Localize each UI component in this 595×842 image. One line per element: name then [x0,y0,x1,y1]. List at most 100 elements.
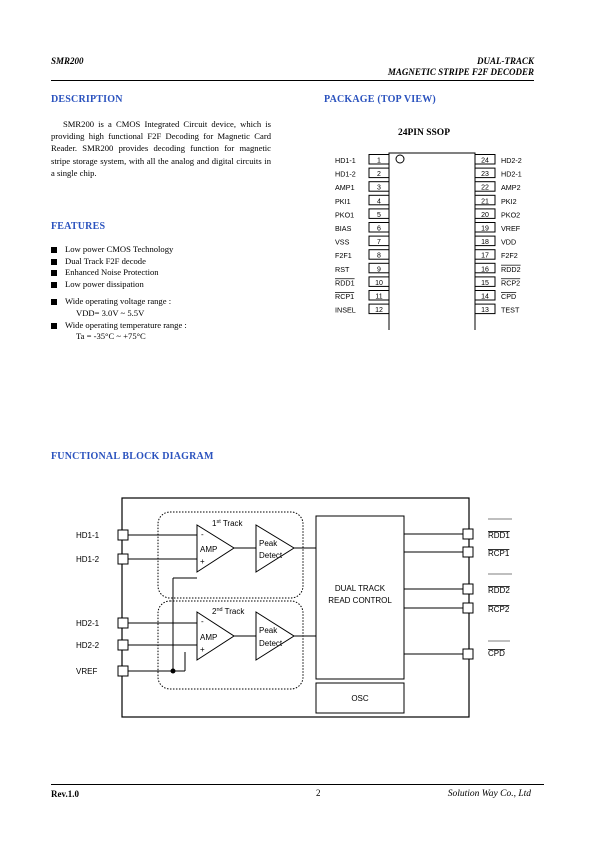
package-chip-label: 24PIN SSOP [398,128,450,138]
pin-box [368,290,390,301]
pin-box [474,276,496,287]
pin-name: F2F2 [501,251,518,260]
peak1-symbol [255,524,295,573]
feature-item: Wide operating voltage range : [51,296,291,308]
amp1-plus: + [200,557,205,566]
pin-box [474,154,496,165]
package-pin-left: HD1-2 2 [335,167,390,179]
bullet-icon [51,258,57,265]
pin-name: TEST [501,306,520,315]
label-vref: VREF [76,667,97,676]
bullet-icon [51,299,57,306]
pin-name: PKO2 [501,210,520,219]
pin-cpd [462,648,474,660]
pin-box [368,303,390,315]
pin-box [474,235,496,247]
pin-hd2-2 [117,639,129,651]
package-pin-right: 15 RCP2 [474,276,520,287]
feature-item: Wide operating temperature range : [51,320,291,332]
control-line2: READ CONTROL [328,596,392,605]
pin-name: VDD [501,238,516,247]
pin-number: 14 [481,294,489,301]
pin-name: RCP2 [501,278,520,287]
package-pin-right: 19 VREF [474,222,521,233]
footer-company: Solution Way Co., Ltd [447,789,531,799]
pin-box [474,303,496,315]
block-diagram-title: FUNCTIONAL BLOCK DIAGRAM [51,451,214,462]
pin-number: 2 [377,171,381,178]
feature-item: Low power dissipation [51,279,291,291]
pin-name: PKI1 [335,197,351,206]
pin-number: 12 [375,307,383,314]
label-rcp1: RCP1 [488,549,510,558]
chip-body [388,152,476,330]
pin-number: 5 [377,212,381,219]
bullet-icon [51,270,57,277]
pin-name: VREF [501,224,521,233]
amp1-symbol [196,524,235,573]
control-line1: DUAL TRACK [335,584,386,593]
feature-subitem: VDD= 3.0V ~ 5.5V [76,307,145,318]
footer-page-number: 2 [316,788,321,798]
features-title: FEATURES [51,221,106,232]
pin-number: 19 [481,226,489,233]
package-pin-right: 20 PKO2 [474,208,520,219]
pin-name: RDD1 [335,278,355,287]
label-hd2-2: HD2-2 [76,641,100,650]
pin-name: CPD [501,292,516,301]
pin-name: RDD2 [501,265,521,274]
package-pin-left: RDD1 10 [335,276,390,287]
pin-box [474,249,496,260]
pin-name: PKO1 [335,210,354,219]
pin-hd1-2 [117,553,129,565]
peak2-label1: Peak [259,626,278,635]
pin-number: 15 [481,280,489,287]
footer-revision: Rev.1.0 [51,789,79,799]
description-title: DESCRIPTION [51,94,123,105]
features-list: Low power CMOS Technology Dual Track F2F… [51,244,291,343]
pin-box [368,249,390,260]
track2-title: 2nd Track [212,607,245,616]
pin-rcp2 [462,602,474,614]
footer-rule [51,784,544,785]
feature-item: Low power CMOS Technology [51,244,291,256]
header-right-line1: DUAL-TRACK [476,56,534,66]
pin-number: 20 [481,212,489,219]
pin-box [474,290,496,301]
pin-name: AMP2 [501,183,521,192]
pin-number: 3 [377,185,381,192]
amp2-symbol [196,611,235,661]
track1-group [157,511,304,599]
pin-name: HD2-1 [501,170,522,179]
pin-box [368,154,390,165]
package-pin-left: PKO1 5 [335,208,390,219]
label-cpd: CPD [488,649,505,658]
pin-name: HD2-2 [501,156,522,165]
peak1-label1: Peak [259,539,278,548]
header-right: DUAL-TRACK MAGNETIC STRIPE F2F DECODER [388,56,534,78]
package-title: PACKAGE (TOP VIEW) [324,94,436,105]
pin-number: 4 [377,198,381,205]
pin-number: 10 [375,280,383,287]
pin-name: F2F1 [335,251,352,260]
pin1-marker-icon [395,154,405,164]
pin-box [368,194,390,206]
header-left: SMR200 [51,56,84,66]
feature-subitem: Ta = -35°C ~ +75°C [76,331,146,342]
pin-box [474,262,496,274]
pin-number: 16 [481,266,489,273]
peak2-symbol [255,611,295,661]
pin-box [368,262,390,274]
pin-name: HD1-2 [335,170,356,179]
pin-box [368,276,390,287]
pin-hd1-1 [117,529,129,541]
pin-box [474,181,496,192]
pin-name: BIAS [335,224,352,233]
